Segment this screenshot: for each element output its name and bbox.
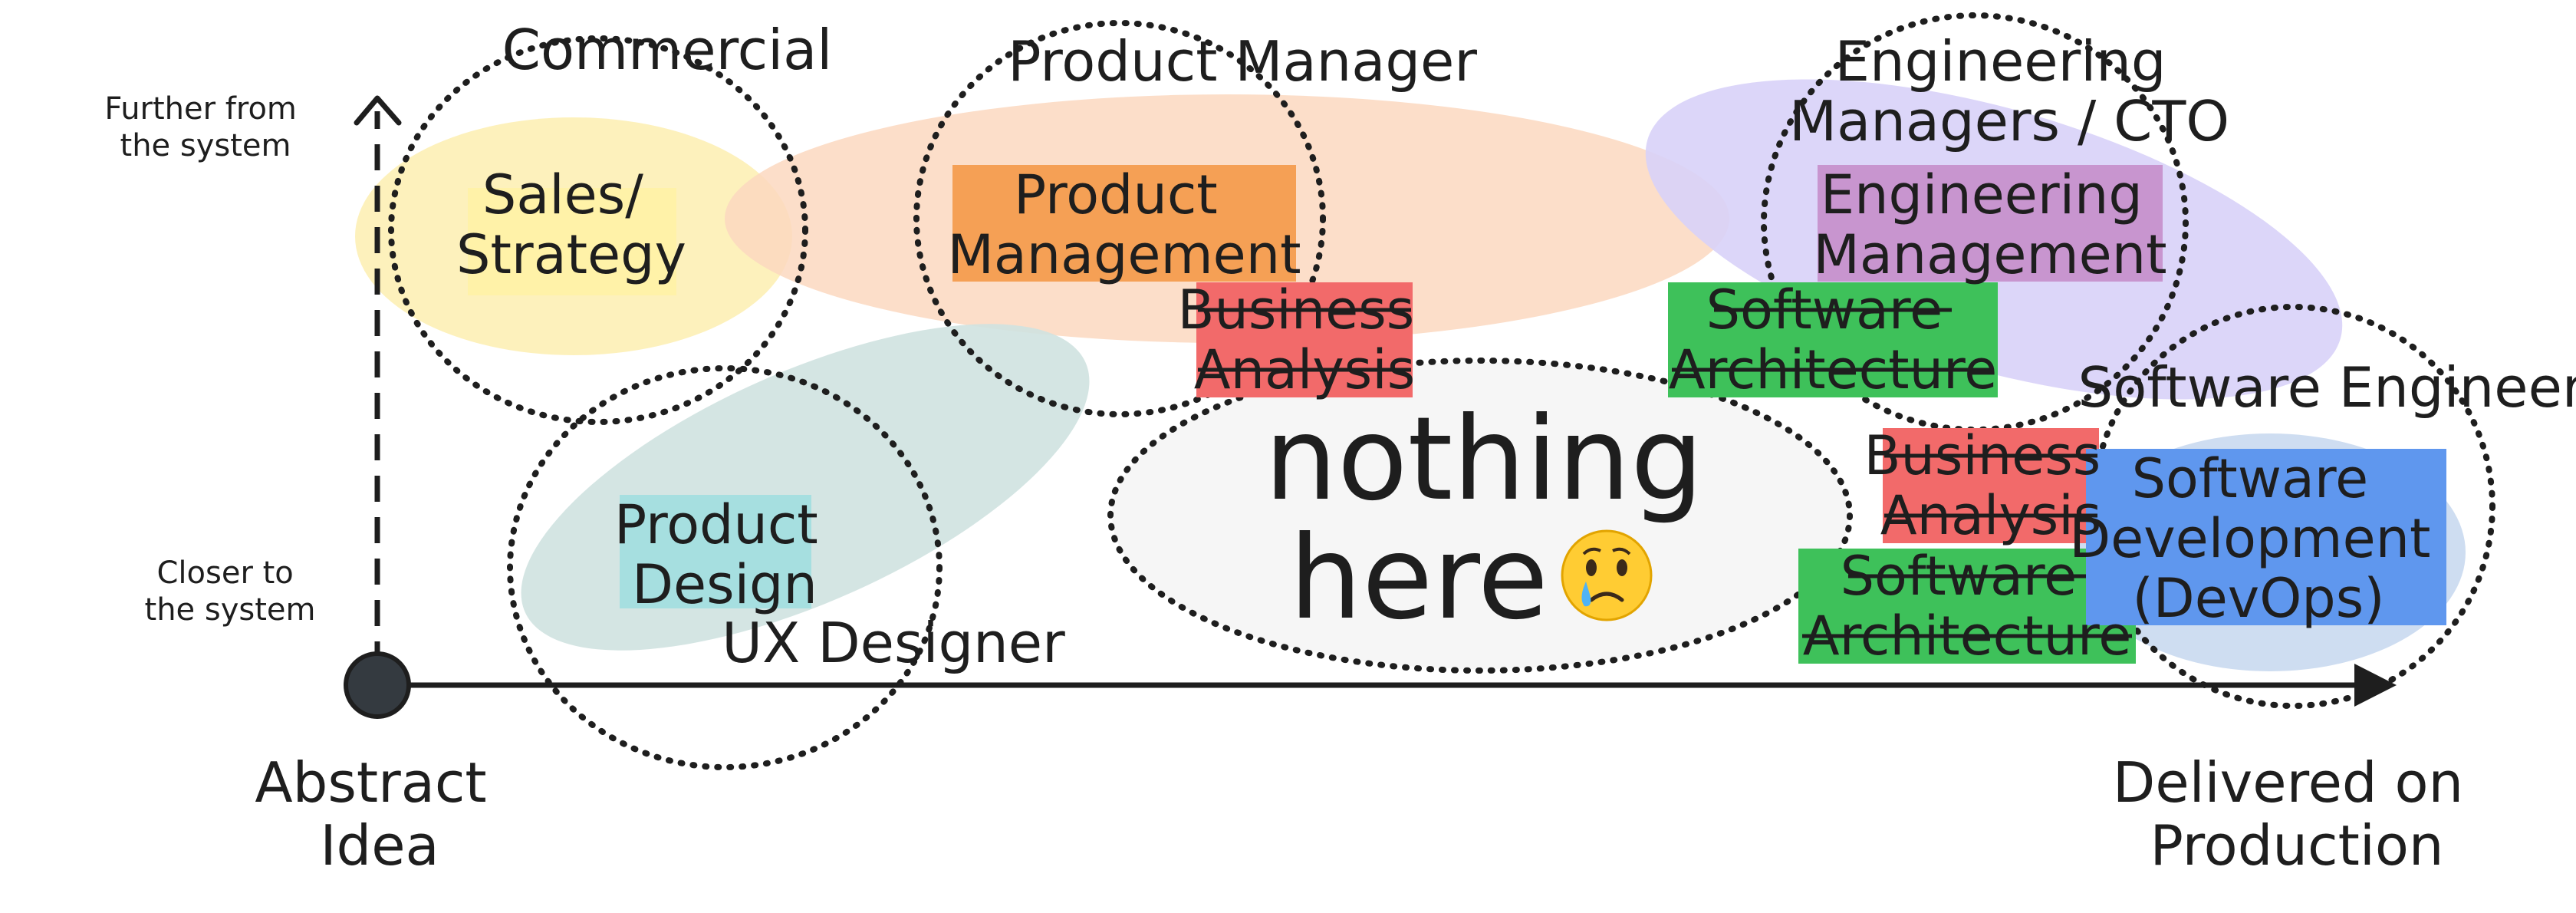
role-software-engineer: Software Engineer <box>2078 355 2576 420</box>
gap-zone <box>1112 362 1848 669</box>
area-software-development: Software Development (DevOps) <box>2069 447 2448 630</box>
area-product-management: Product Management <box>947 163 1301 286</box>
x-axis-arrowhead <box>2354 664 2397 707</box>
software-architecture-top-highlight <box>1668 282 1998 397</box>
software-architecture-bottom-highlight <box>1798 549 2136 664</box>
y-top-label: Further from the system <box>104 91 306 163</box>
area-business-analysis-top: Business Analysis <box>1178 279 1432 401</box>
role-engineering-managers: Engineering Managers / CTO <box>1789 29 2229 153</box>
role-product-manager: Product Manager <box>1008 29 1477 94</box>
axis-labels: Further from the system Closer to the sy… <box>104 91 2481 878</box>
software-development-highlight <box>2086 449 2446 625</box>
area-sales-strategy: Sales/ Strategy <box>456 163 686 286</box>
product-management-highlight <box>952 165 1296 282</box>
x-end-label: Delivered on Production <box>2113 750 2481 878</box>
product-manager-boundary <box>913 20 1326 417</box>
gap-boundary <box>1107 358 1853 674</box>
x-start-label: Abstract Idea <box>255 750 504 878</box>
business-analysis-top-highlight <box>1196 282 1413 397</box>
gap-message: nothing here <box>1265 393 1704 645</box>
commercial-boundary <box>388 35 808 425</box>
origin-dot <box>344 651 411 719</box>
product-design-highlight <box>620 495 811 608</box>
area-software-architecture-top: Software Architecture <box>1669 279 1998 401</box>
engineering-management-highlight <box>1818 165 2163 282</box>
axes <box>344 95 2397 719</box>
sales-strategy-highlight <box>468 188 676 295</box>
crying-face-icon <box>1561 529 1653 621</box>
area-engineering-management: Engineering Management <box>1813 163 2166 286</box>
business-analysis-bottom-highlight <box>1883 428 2099 543</box>
strike-throughs <box>1198 308 2132 638</box>
area-product-design: Product Design <box>614 493 835 616</box>
ux-designer-boundary <box>507 365 943 770</box>
role-ux-designer: UX Designer <box>722 611 1065 675</box>
gap-text-here: here <box>1289 512 1548 645</box>
role-commercial: Commercial <box>502 18 833 82</box>
y-axis-arrowhead <box>354 95 402 126</box>
y-bottom-label: Closer to the system <box>145 555 316 628</box>
area-labels: Sales/ Strategy Product Management Busin… <box>456 163 2448 667</box>
engineering-managers-boundary <box>1761 12 2189 433</box>
role-titles: Commercial Product Manager Engineering M… <box>502 18 2576 675</box>
gap-text: nothing <box>1265 393 1704 526</box>
highlights <box>468 165 2446 664</box>
